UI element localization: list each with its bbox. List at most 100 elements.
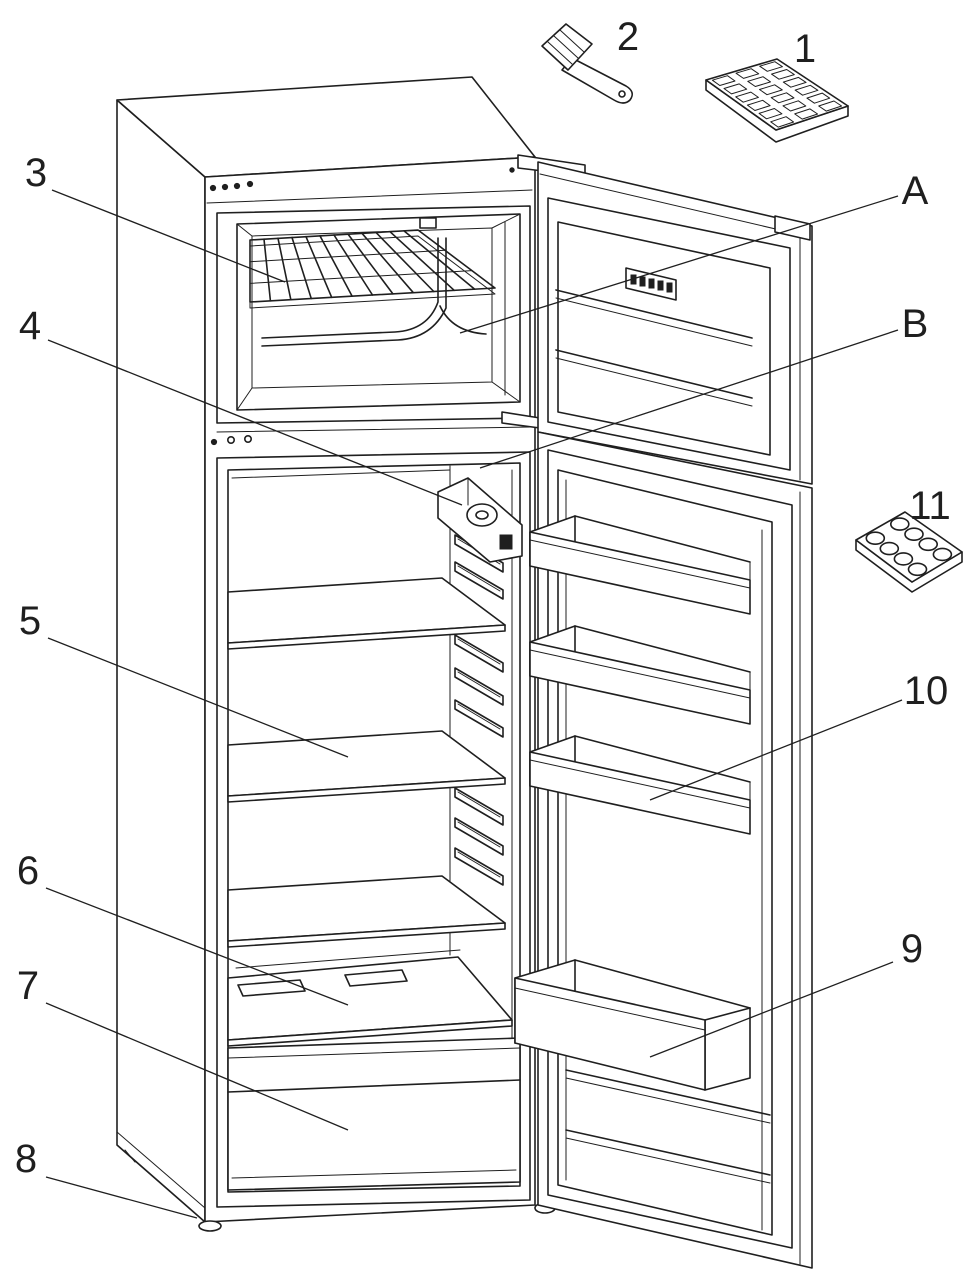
bottle-bin-back (574, 959, 751, 1009)
freezer-corner-line (491, 381, 521, 403)
callout-label-a: A (902, 169, 929, 213)
glass-shelf (227, 577, 506, 650)
ice-tray-cell (806, 92, 831, 104)
leader-line-5 (47, 637, 349, 758)
callout-label-3: 3 (25, 151, 47, 195)
freezer-corner-line (236, 387, 253, 411)
freezer-door-top-edge (539, 173, 811, 238)
freezer-evaporator-channel (261, 237, 447, 347)
leader-line-10 (649, 699, 903, 801)
freezer-corner-line (491, 213, 521, 229)
egg-tray-holes (865, 517, 953, 577)
freezer-wire-shelf (249, 229, 496, 309)
leader-line-6 (45, 887, 349, 1006)
mullion (210, 426, 531, 446)
ice-tray-cell (759, 61, 783, 72)
crisper-cover-edge (227, 1019, 513, 1047)
fridge-door-ridge (565, 1137, 771, 1184)
ice-tray-cell (794, 108, 819, 120)
callout-labels: 2 1 3 A 4 B 11 5 10 6 9 7 8 (15, 15, 951, 1181)
ice-tray-cell (735, 91, 759, 103)
glass-shelf-edge (227, 777, 506, 803)
fridge-door (514, 431, 813, 1269)
indicator-dot (227, 435, 236, 444)
ice-scraper-tooth (559, 29, 585, 53)
ice-scraper (541, 23, 634, 104)
wire-shelf-bar (263, 238, 272, 302)
fridge-door-ridge (565, 1077, 771, 1124)
callout-label-b: B (902, 302, 929, 346)
freezer-evaporator-channel (261, 237, 439, 339)
badge-mark (639, 276, 646, 287)
ice-tray-cell (770, 92, 795, 104)
indicator-dot (233, 182, 241, 190)
cabinet-side-panel (116, 99, 206, 1223)
fridge-back-corner (231, 469, 451, 479)
bottle-bin-front (514, 977, 706, 1091)
crisper-cover-rear-line (235, 949, 461, 969)
wire-shelf-bar (291, 236, 313, 300)
freezer-door-ridge (555, 297, 753, 347)
ice-tray-cell (771, 69, 795, 80)
crisper-cover (227, 949, 513, 1047)
freezer-evaporator-branch (439, 305, 487, 335)
leader-lines (45, 189, 903, 1219)
door-bin-back (574, 735, 751, 783)
callout-label-11: 11 (909, 484, 951, 528)
freezer-door-ridge (555, 357, 753, 407)
egg-tray (855, 511, 963, 593)
ice-tray-cell (747, 76, 771, 87)
ice-tray-cell (735, 68, 760, 79)
egg-tray-hole (932, 547, 953, 562)
cabinet-top-front-strip (206, 189, 533, 204)
leader-line-a (459, 195, 899, 334)
wire-shelf-bar (305, 235, 333, 299)
control-dots-top (209, 167, 515, 192)
fridge-door-ridge (565, 1129, 771, 1176)
wire-shelf-bar (375, 231, 435, 293)
egg-tray-hole (879, 541, 900, 556)
leader-line-4 (47, 339, 463, 506)
freezer-door-ridge (555, 349, 753, 399)
freezer-light-bracket (419, 217, 437, 229)
callout-label-7: 7 (17, 964, 39, 1008)
indicator-dot (244, 434, 253, 443)
wire-shelf-bar (389, 230, 455, 292)
badge-mark (666, 282, 673, 293)
wire-shelf-bar (319, 235, 353, 297)
ice-scraper-hole (618, 90, 626, 98)
ice-cube-tray (705, 58, 849, 143)
ice-scraper-tooth (553, 35, 579, 59)
leader-line-8 (45, 1176, 198, 1219)
callout-label-4: 4 (19, 304, 41, 348)
shelf-support-rib-groove (457, 851, 501, 878)
shelf-support-rib-groove (457, 703, 501, 730)
indicator-dot (221, 183, 229, 191)
ice-tray-cells (711, 61, 843, 128)
ice-tray-cell (794, 84, 819, 96)
door-bin-rim (529, 759, 751, 809)
wire-shelf-crossbar (249, 249, 446, 263)
crisper-drawer-front (227, 1037, 521, 1191)
fridge-compartment (216, 451, 531, 1208)
callout-label-2: 2 (617, 15, 639, 59)
ice-tray-cell (782, 76, 807, 88)
bottle-bin (514, 959, 751, 1091)
ice-tray-cell (759, 84, 783, 96)
indicator-dot (509, 167, 515, 173)
fridge-door-ridge (565, 1069, 771, 1116)
crisper-drawer-rim (227, 1047, 521, 1059)
callout-label-9: 9 (901, 927, 923, 971)
wire-shelf-bar (347, 233, 394, 295)
egg-tray-hole (889, 517, 910, 531)
ice-tray-cell (782, 100, 807, 112)
crisper-cover-clip (344, 969, 408, 987)
thermostat-light (499, 534, 513, 550)
crisper-cover-clip (237, 979, 306, 997)
ice-scraper-handle (561, 57, 634, 104)
ice-tray-cell (711, 75, 736, 86)
rear-foot-line (124, 1149, 136, 1163)
egg-tray-top (855, 511, 963, 583)
door-bin (529, 735, 751, 835)
door-bin-back (574, 625, 751, 673)
